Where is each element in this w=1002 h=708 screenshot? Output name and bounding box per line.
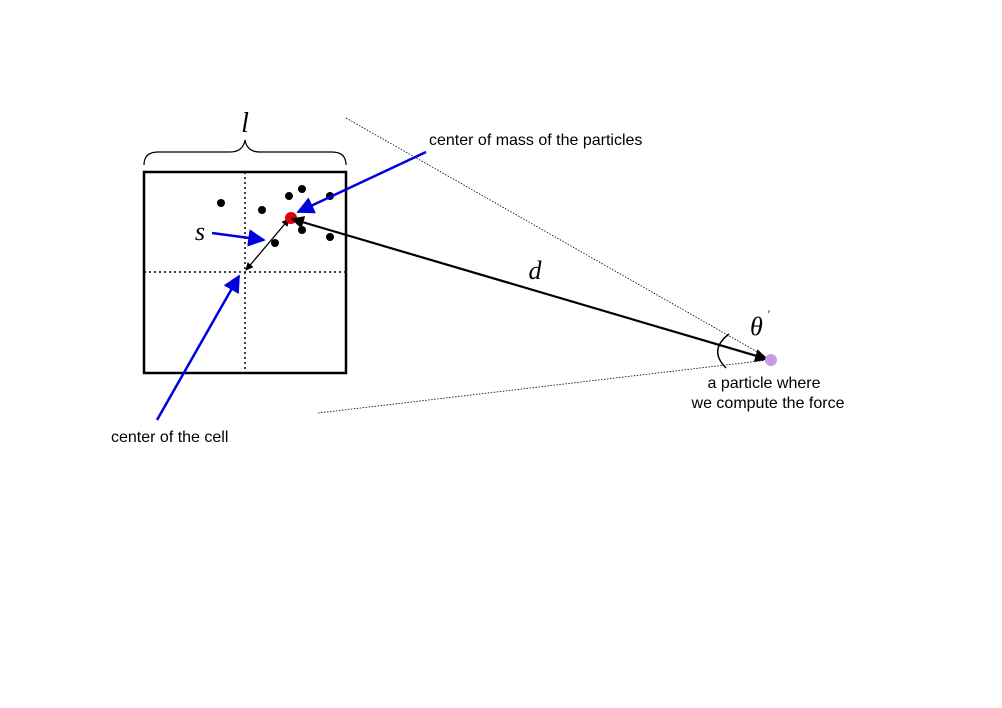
cell-center-caption: center of the cell (111, 429, 228, 446)
cone-upper-line (345, 117, 769, 359)
angle-prime-label: ' (767, 307, 770, 321)
particle (298, 226, 306, 234)
particle (217, 199, 225, 207)
angle-label: θ (750, 312, 763, 341)
target-caption-line2: we compute the force (691, 395, 845, 412)
particle (326, 233, 334, 241)
cone-lower-line (317, 359, 769, 414)
angle-arc (717, 333, 730, 369)
target-caption-line1: a particle where (708, 375, 821, 392)
center-of-mass-point (285, 212, 297, 224)
target-particle (765, 354, 777, 366)
center-of-mass-caption: center of mass of the particles (429, 132, 642, 149)
offset-arrow (245, 218, 290, 271)
particle (271, 239, 279, 247)
particle (298, 185, 306, 193)
cell-size-label: l (241, 108, 249, 139)
center-of-mass-pointer (296, 150, 427, 214)
distance-label: d (529, 256, 543, 285)
offset-pointer (211, 229, 266, 247)
offset-label: s (195, 217, 205, 246)
cell-width-brace (143, 139, 347, 166)
particles (217, 185, 334, 247)
cell-center-pointer (155, 274, 241, 421)
particle (285, 192, 293, 200)
distance-arrow (290, 216, 769, 362)
particle (258, 206, 266, 214)
